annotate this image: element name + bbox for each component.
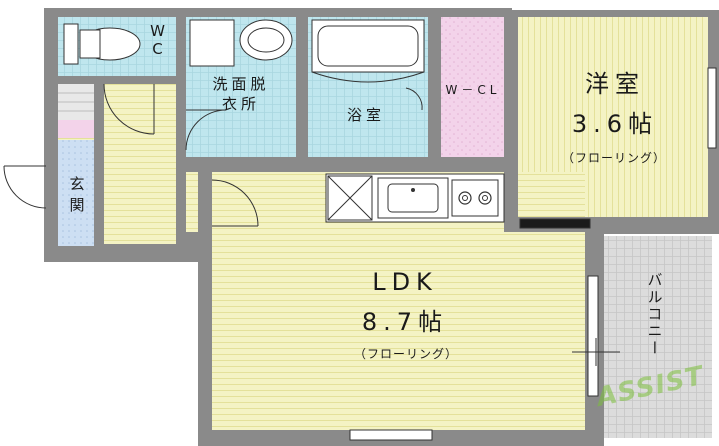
ldk-floor-type-text: （フローリング）: [353, 347, 458, 361]
ldk-name-text: LDK: [372, 268, 438, 296]
washroom-label: 洗面脱衣所: [206, 74, 276, 115]
wc-label: WC: [142, 22, 172, 61]
western-room-name-text: 洋室: [585, 70, 645, 98]
balcony-label: バルコニー: [640, 272, 668, 360]
door-swings: [3, 83, 423, 227]
entrance-label-text: 玄関: [67, 176, 86, 218]
ldk-floor-type: （フローリング）: [316, 348, 496, 360]
washroom-label-text: 洗面脱衣所: [212, 75, 270, 114]
bathtub: [311, 19, 425, 83]
entrance-label: 玄関: [62, 176, 90, 221]
western-room-floor-type-text: （フローリング）: [561, 151, 666, 165]
balcony-label-text: バルコニー: [645, 272, 664, 357]
closet-label: W－CL: [438, 84, 508, 96]
western-room-size: 3.6帖: [550, 112, 680, 136]
balcony-floor: [604, 236, 712, 438]
ldk-size-text: 8.7帖: [361, 308, 449, 336]
entrance-floor: [58, 140, 94, 246]
wash-basin: [189, 19, 293, 67]
western-room-size-text: 3.6帖: [571, 110, 659, 138]
western-room-floor-type: （フローリング）: [534, 152, 694, 164]
bath-label-text: 浴室: [346, 106, 385, 124]
ldk-size: 8.7帖: [330, 310, 480, 334]
western-room-name: 洋室: [560, 72, 670, 96]
ldk-name: LDK: [340, 270, 470, 294]
closet-label-text: W－CL: [445, 83, 501, 97]
step-pink: [58, 120, 94, 138]
wc-label-text: WC: [148, 22, 167, 58]
bath-label: 浴室: [336, 108, 396, 123]
toilet-fixture: [63, 23, 141, 65]
kitchen-counter: [325, 173, 505, 223]
closet-floor: [441, 17, 504, 157]
windows: [349, 67, 717, 441]
hall-lower: [104, 84, 176, 244]
